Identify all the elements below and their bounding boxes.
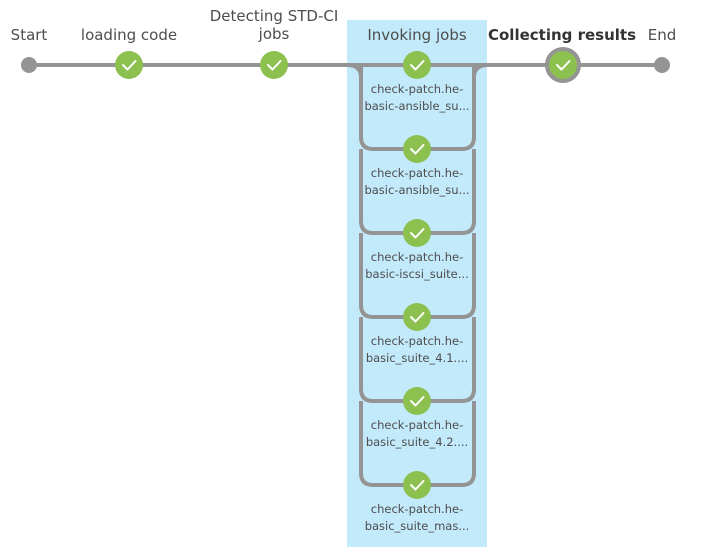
check-icon bbox=[122, 60, 137, 71]
branch-label-line: check-patch.he- bbox=[370, 166, 464, 180]
branch-label-line: check-patch.he- bbox=[370, 82, 464, 96]
start-node bbox=[21, 57, 37, 73]
stage-node-loading-code bbox=[115, 51, 143, 79]
branch-label[interactable]: check-patch.he-basic_suite_4.2.... bbox=[361, 417, 473, 451]
check-icon bbox=[410, 480, 425, 491]
end-node bbox=[654, 57, 670, 73]
check-icon bbox=[410, 60, 425, 71]
stage-label-detecting-std-ci[interactable]: Detecting STD-CI jobs bbox=[210, 7, 339, 43]
branch-node bbox=[403, 303, 431, 331]
check-icon bbox=[410, 144, 425, 155]
stage-label-collecting-results[interactable]: Collecting results bbox=[487, 26, 637, 44]
check-icon bbox=[410, 396, 425, 407]
invoking-jobs-highlight bbox=[347, 20, 487, 547]
stage-label-end: End bbox=[647, 26, 677, 44]
stage-label-invoking-jobs[interactable]: Invoking jobs bbox=[367, 26, 467, 44]
branch-node bbox=[403, 51, 431, 79]
check-icon bbox=[410, 312, 425, 323]
branch-label-line: basic-ansible_su... bbox=[364, 99, 470, 113]
branch-label-line: basic_suite_mas... bbox=[364, 519, 470, 533]
check-icon bbox=[556, 60, 571, 71]
branch-label[interactable]: check-patch.he-basic-iscsi_suite... bbox=[361, 249, 473, 283]
branch-node bbox=[403, 471, 431, 499]
branch-node bbox=[403, 219, 431, 247]
stage-label-line: jobs bbox=[258, 25, 290, 43]
branch-label-line: basic_suite_4.2.... bbox=[365, 435, 469, 449]
check-icon bbox=[267, 60, 282, 71]
branch-node bbox=[403, 387, 431, 415]
branch-label-line: check-patch.he- bbox=[370, 502, 464, 516]
stage-node-detecting-std-ci bbox=[260, 51, 288, 79]
branch-label-line: basic-ansible_su... bbox=[364, 183, 470, 197]
branch-node bbox=[403, 135, 431, 163]
branch-label[interactable]: check-patch.he-basic-ansible_su... bbox=[361, 165, 473, 199]
branch-label-line: check-patch.he- bbox=[370, 334, 464, 348]
branch-label-line: check-patch.he- bbox=[370, 250, 464, 264]
stage-label-loading-code[interactable]: loading code bbox=[80, 26, 178, 44]
branch-label[interactable]: check-patch.he-basic-ansible_su... bbox=[361, 81, 473, 115]
branch-label-line: check-patch.he- bbox=[370, 418, 464, 432]
stage-label-line: Detecting STD-CI bbox=[209, 7, 339, 25]
stage-label-start: Start bbox=[10, 26, 48, 44]
stage-node-collecting-results bbox=[545, 47, 581, 83]
branch-label[interactable]: check-patch.he-basic_suite_4.1.... bbox=[361, 333, 473, 367]
branch-join-corner bbox=[472, 63, 489, 78]
branch-label-line: basic_suite_4.1.... bbox=[365, 351, 469, 365]
branch-split-corner bbox=[346, 63, 363, 78]
branch-label-line: basic-iscsi_suite... bbox=[365, 267, 469, 281]
check-icon bbox=[410, 228, 425, 239]
branch-label[interactable]: check-patch.he-basic_suite_mas... bbox=[361, 501, 473, 535]
